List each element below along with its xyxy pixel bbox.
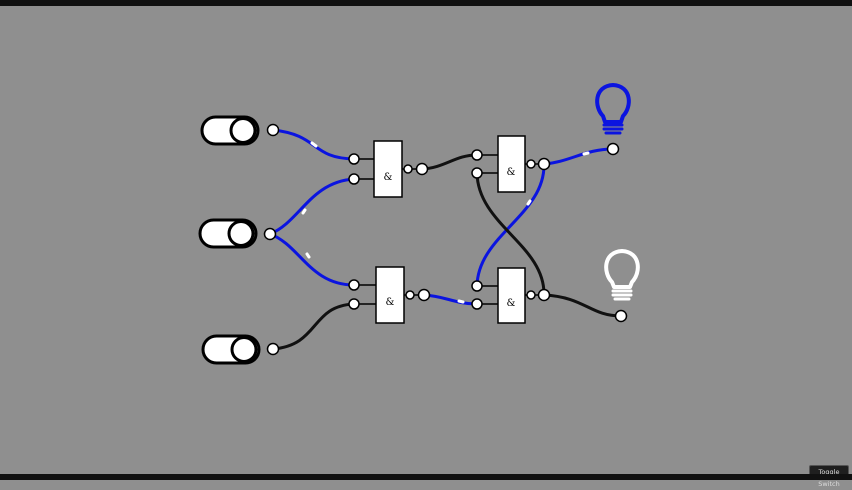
wire-switch-b-to-gate-1[interactable] xyxy=(268,177,356,236)
input-port[interactable] xyxy=(471,298,483,310)
gate-symbol: & xyxy=(384,172,393,183)
wire-gate-4-to-gate-2[interactable] xyxy=(475,171,546,297)
output-dot xyxy=(526,290,536,300)
gate-symbol: & xyxy=(507,167,516,178)
status-bar xyxy=(0,474,852,480)
gate-symbol: & xyxy=(507,298,516,309)
switch-knob[interactable] xyxy=(230,336,258,363)
wire-gate-4-to-bulb-bottom[interactable] xyxy=(542,293,623,318)
bulb-top[interactable] xyxy=(595,83,631,156)
and-gate-3[interactable]: & xyxy=(348,266,431,324)
output-dot xyxy=(526,159,536,169)
and-gate-1[interactable]: & xyxy=(348,140,429,198)
bulb-bottom[interactable] xyxy=(604,249,640,323)
output-port[interactable] xyxy=(263,227,277,241)
output-port[interactable] xyxy=(266,123,280,137)
output-port[interactable] xyxy=(266,342,280,356)
gate-body[interactable] xyxy=(373,140,403,198)
lightbulb-on-icon xyxy=(595,83,631,135)
signal-pulse xyxy=(582,151,590,156)
wire-gate-2-to-bulb-top[interactable] xyxy=(542,147,615,166)
output-dot xyxy=(405,290,415,300)
switch-b[interactable] xyxy=(198,218,277,249)
input-port[interactable] xyxy=(348,173,360,185)
signal-pulse xyxy=(457,299,465,304)
gate-symbol: & xyxy=(386,297,395,308)
wire-gate-2-to-gate-4[interactable] xyxy=(475,162,546,288)
output-port[interactable] xyxy=(417,288,431,302)
signal-pulse xyxy=(305,252,311,259)
input-port[interactable] xyxy=(471,149,483,161)
switch-a[interactable] xyxy=(200,115,280,146)
signal-pulse xyxy=(301,208,307,215)
and-gate-2[interactable]: & xyxy=(471,135,551,193)
wire-switch-c-to-gate-3[interactable] xyxy=(271,302,356,351)
input-port[interactable] xyxy=(348,153,360,165)
wire-gate-1-to-gate-2[interactable] xyxy=(420,153,479,171)
output-port[interactable] xyxy=(537,288,551,302)
output-port[interactable] xyxy=(537,157,551,171)
switch-knob[interactable] xyxy=(227,220,255,247)
signal-pulses xyxy=(301,141,590,304)
and-gate-4[interactable]: & xyxy=(471,267,551,324)
input-port[interactable] xyxy=(606,142,620,156)
lightbulb-off-icon xyxy=(604,249,640,301)
circuit-diagram: & & & xyxy=(198,83,640,365)
switch-knob[interactable] xyxy=(229,117,257,144)
title-bar xyxy=(0,0,852,6)
output-port[interactable] xyxy=(415,162,429,176)
signal-pulse xyxy=(310,141,318,148)
gate-body[interactable] xyxy=(375,266,405,324)
circuit-canvas[interactable]: & & & xyxy=(0,6,852,488)
gate-body[interactable] xyxy=(497,267,526,324)
gate-body[interactable] xyxy=(497,135,526,193)
input-port[interactable] xyxy=(471,280,483,292)
input-port[interactable] xyxy=(614,309,628,323)
wire-gate-3-to-gate-4[interactable] xyxy=(422,293,479,306)
signal-pulse xyxy=(526,199,532,206)
input-port[interactable] xyxy=(471,167,483,179)
output-dot xyxy=(403,164,413,174)
wire-switch-b-to-gate-3[interactable] xyxy=(268,232,356,287)
input-port[interactable] xyxy=(348,298,360,310)
switch-c[interactable] xyxy=(201,334,280,365)
input-port[interactable] xyxy=(348,279,360,291)
